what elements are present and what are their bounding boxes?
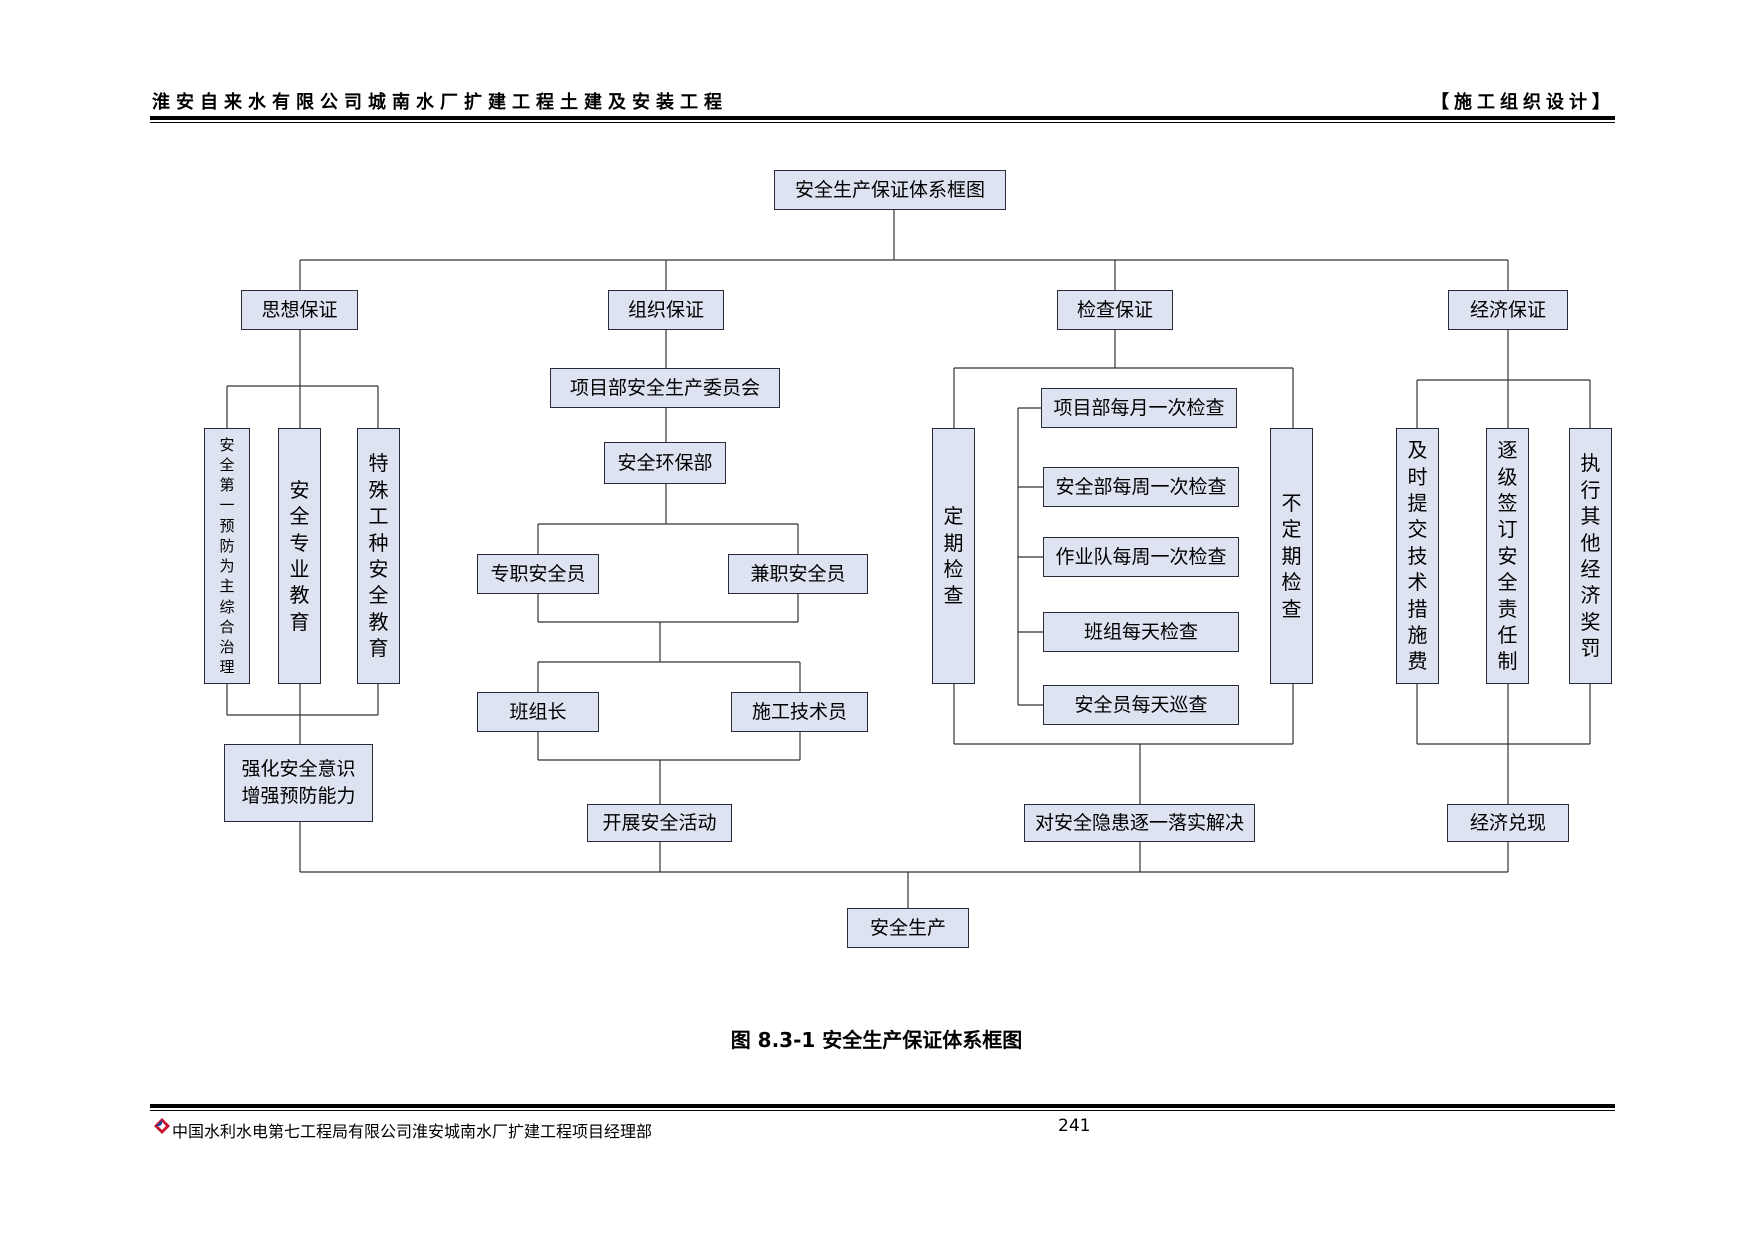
footer-rule-thick <box>150 1104 1615 1108</box>
page-number: 241 <box>1058 1116 1091 1136</box>
node-anquan-huanbao-bu: 安全环保部 <box>604 442 726 484</box>
figure-caption: 图 8.3-1 安全生产保证体系框图 <box>730 1028 1023 1052</box>
node-jianzhi-anquanyuan: 兼职安全员 <box>728 554 868 594</box>
node-jiancha-item-1: 项目部每月一次检查 <box>1041 388 1237 428</box>
node-qianghua-anquan-yishi: 强化安全意识 增强预防能力 <box>224 744 373 822</box>
node-zhuanzhi-anquanyuan: 专职安全员 <box>477 554 599 594</box>
node-dingqi-jiancha: 定 期 检 查 <box>932 428 975 684</box>
node-top-title: 安全生产保证体系框图 <box>774 170 1006 210</box>
header-rule-thick <box>150 116 1615 120</box>
node-jingji-jiangfa: 执 行 其 他 经 济 奖 罚 <box>1569 428 1612 684</box>
node-sixiang-baozheng: 思想保证 <box>241 290 358 330</box>
node-banzuzhang: 班组长 <box>477 692 599 732</box>
node-jiancha-item-5: 安全员每天巡查 <box>1043 685 1239 725</box>
node-teshu-gongzhong-jiaoyu: 特 殊 工 种 安 全 教 育 <box>357 428 400 684</box>
node-anquan-diyi: 安 全 第 一 预 防 为 主 综 合 治 理 <box>204 428 250 684</box>
node-anquan-zhuanye-jiaoyu: 安 全 专 业 教 育 <box>278 428 321 684</box>
node-jiancha-item-2: 安全部每周一次检查 <box>1043 467 1239 507</box>
company-logo-icon <box>154 1118 170 1134</box>
node-jingji-baozheng: 经济保证 <box>1448 290 1568 330</box>
node-shigong-jishuyuan: 施工技术员 <box>731 692 868 732</box>
header-doc-type: 【施工组织设计】 <box>1431 92 1615 113</box>
node-jiancha-baozheng: 检查保证 <box>1057 290 1173 330</box>
node-jiancha-item-3: 作业队每周一次检查 <box>1043 537 1239 577</box>
node-jingji-duixian: 经济兑现 <box>1447 804 1569 842</box>
node-jishu-cuoshi-fei: 及 时 提 交 技 术 措 施 费 <box>1396 428 1439 684</box>
node-kaizhan-anquan-huodong: 开展安全活动 <box>587 804 732 842</box>
node-anquan-shengchan: 安全生产 <box>847 908 969 948</box>
header-rule-thin <box>150 122 1615 123</box>
node-zuzhi-baozheng: 组织保证 <box>608 290 724 330</box>
footer-organization: 中国水利水电第七工程局有限公司淮安城南水厂扩建工程项目经理部 <box>172 1122 653 1141</box>
node-yinhuan-jiejue: 对安全隐患逐一落实解决 <box>1024 804 1255 842</box>
node-jiancha-item-4: 班组每天检查 <box>1043 612 1239 652</box>
footer-rule-thin <box>150 1110 1615 1111</box>
node-anquan-zerenzhi: 逐 级 签 订 安 全 责 任 制 <box>1486 428 1529 684</box>
node-anquan-weiyuanhui: 项目部安全生产委员会 <box>550 368 780 408</box>
node-budingqi-jiancha: 不 定 期 检 查 <box>1270 428 1313 684</box>
header-title: 淮安自来水有限公司城南水厂扩建工程土建及安装工程 <box>152 92 728 113</box>
